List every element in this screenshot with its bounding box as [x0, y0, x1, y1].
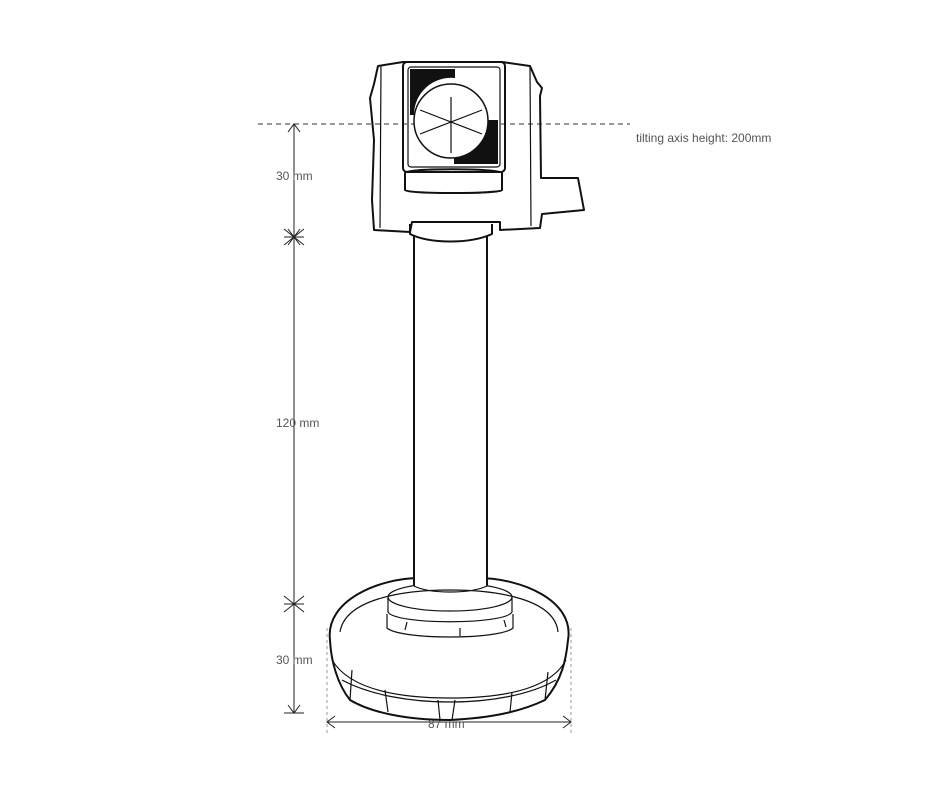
target-black-quadrant	[410, 69, 455, 115]
pole	[409, 224, 493, 593]
horizontal-dimension	[326, 628, 572, 736]
dim-top-label: 30 mm	[276, 169, 313, 183]
dim-bottom-label: 30 mm	[276, 653, 313, 667]
tilting-axis-label: tilting axis height: 200mm	[636, 131, 771, 145]
base	[328, 577, 570, 721]
dim-middle-label: 120 mm	[276, 416, 319, 430]
vertical-dimension	[283, 123, 305, 714]
prism-head	[369, 61, 585, 233]
